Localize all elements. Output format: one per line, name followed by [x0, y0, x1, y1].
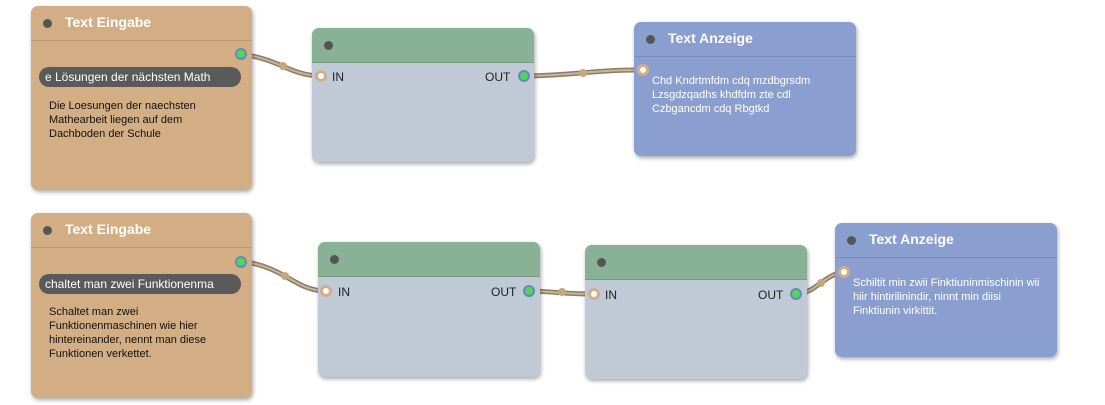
- display-text-output: Chd Kndrtmfdm cdq mzdbgrsdm Lzsgdzqadhs …: [652, 75, 811, 115]
- node-header[interactable]: [312, 28, 534, 63]
- input-port[interactable]: [637, 64, 649, 76]
- text-input-node-2[interactable]: Text Eingabe chaltet man zwei Funktionen…: [31, 213, 252, 398]
- input-port[interactable]: [588, 288, 600, 300]
- input-port[interactable]: [315, 70, 327, 82]
- input-text-preview: Schaltet man zwei Funktionenmaschinen wi…: [49, 306, 207, 360]
- node-dot-icon: [597, 258, 606, 267]
- output-port[interactable]: [790, 288, 802, 300]
- input-text-preview: Die Loesungen der naechsten Mathearbeit …: [49, 100, 196, 140]
- out-port-label: OUT: [485, 70, 511, 84]
- wire-handle: [558, 288, 566, 296]
- display-text-output: Schiltit min zwii Finktiuninmischinin wi…: [853, 277, 1040, 317]
- node-header[interactable]: Text Anzeige: [634, 22, 856, 57]
- out-port-label: OUT: [491, 285, 517, 299]
- input-port[interactable]: [838, 266, 850, 278]
- output-port[interactable]: [235, 48, 247, 60]
- node-title: Text Anzeige: [668, 30, 753, 46]
- node-title: Text Anzeige: [869, 231, 954, 247]
- node-dot-icon: [646, 35, 655, 44]
- in-port-label: IN: [332, 70, 344, 84]
- node-dot-icon: [847, 236, 856, 245]
- wire-handle: [279, 62, 287, 70]
- input-port[interactable]: [320, 285, 332, 297]
- text-display-node-1[interactable]: Text Anzeige Chd Kndrtmfdm cdq mzdbgrsdm…: [634, 22, 856, 156]
- node-header[interactable]: [318, 242, 540, 277]
- wire-row2-process1-to-process2: [528, 288, 596, 297]
- output-port[interactable]: [518, 70, 530, 82]
- out-port-label: OUT: [758, 288, 784, 302]
- text-display-node-2[interactable]: Text Anzeige Schiltit min zwii Finktiuni…: [835, 223, 1057, 357]
- node-title: Text Eingabe: [65, 221, 152, 237]
- in-port-label: IN: [605, 288, 617, 302]
- process-node-2[interactable]: IN OUT: [318, 242, 540, 377]
- wire-handle: [281, 272, 289, 280]
- node-dot-icon: [43, 19, 52, 28]
- wire-handle: [817, 279, 825, 287]
- node-dot-icon: [324, 41, 333, 50]
- output-port[interactable]: [523, 285, 535, 297]
- output-port[interactable]: [235, 256, 247, 268]
- wire-row2-input-to-process1: [243, 259, 328, 294]
- wire-row1-input-to-process: [243, 52, 323, 79]
- text-input-field[interactable]: e Lösungen der nächsten Math: [39, 67, 241, 87]
- wire-row1-process-to-display: [523, 67, 646, 79]
- node-dot-icon: [330, 255, 339, 264]
- node-header[interactable]: Text Eingabe: [31, 213, 252, 248]
- wire-handle: [579, 69, 587, 77]
- node-header[interactable]: [585, 245, 807, 280]
- node-header[interactable]: Text Anzeige: [835, 223, 1057, 258]
- text-input-node-1[interactable]: Text Eingabe e Lösungen der nächsten Mat…: [31, 6, 252, 190]
- node-header[interactable]: Text Eingabe: [31, 6, 252, 41]
- node-dot-icon: [43, 226, 52, 235]
- node-title: Text Eingabe: [65, 14, 152, 30]
- text-input-field[interactable]: chaltet man zwei Funktionenma: [39, 274, 241, 294]
- process-node-1[interactable]: IN OUT: [312, 28, 534, 162]
- in-port-label: IN: [338, 285, 350, 299]
- process-node-3[interactable]: IN OUT: [585, 245, 807, 379]
